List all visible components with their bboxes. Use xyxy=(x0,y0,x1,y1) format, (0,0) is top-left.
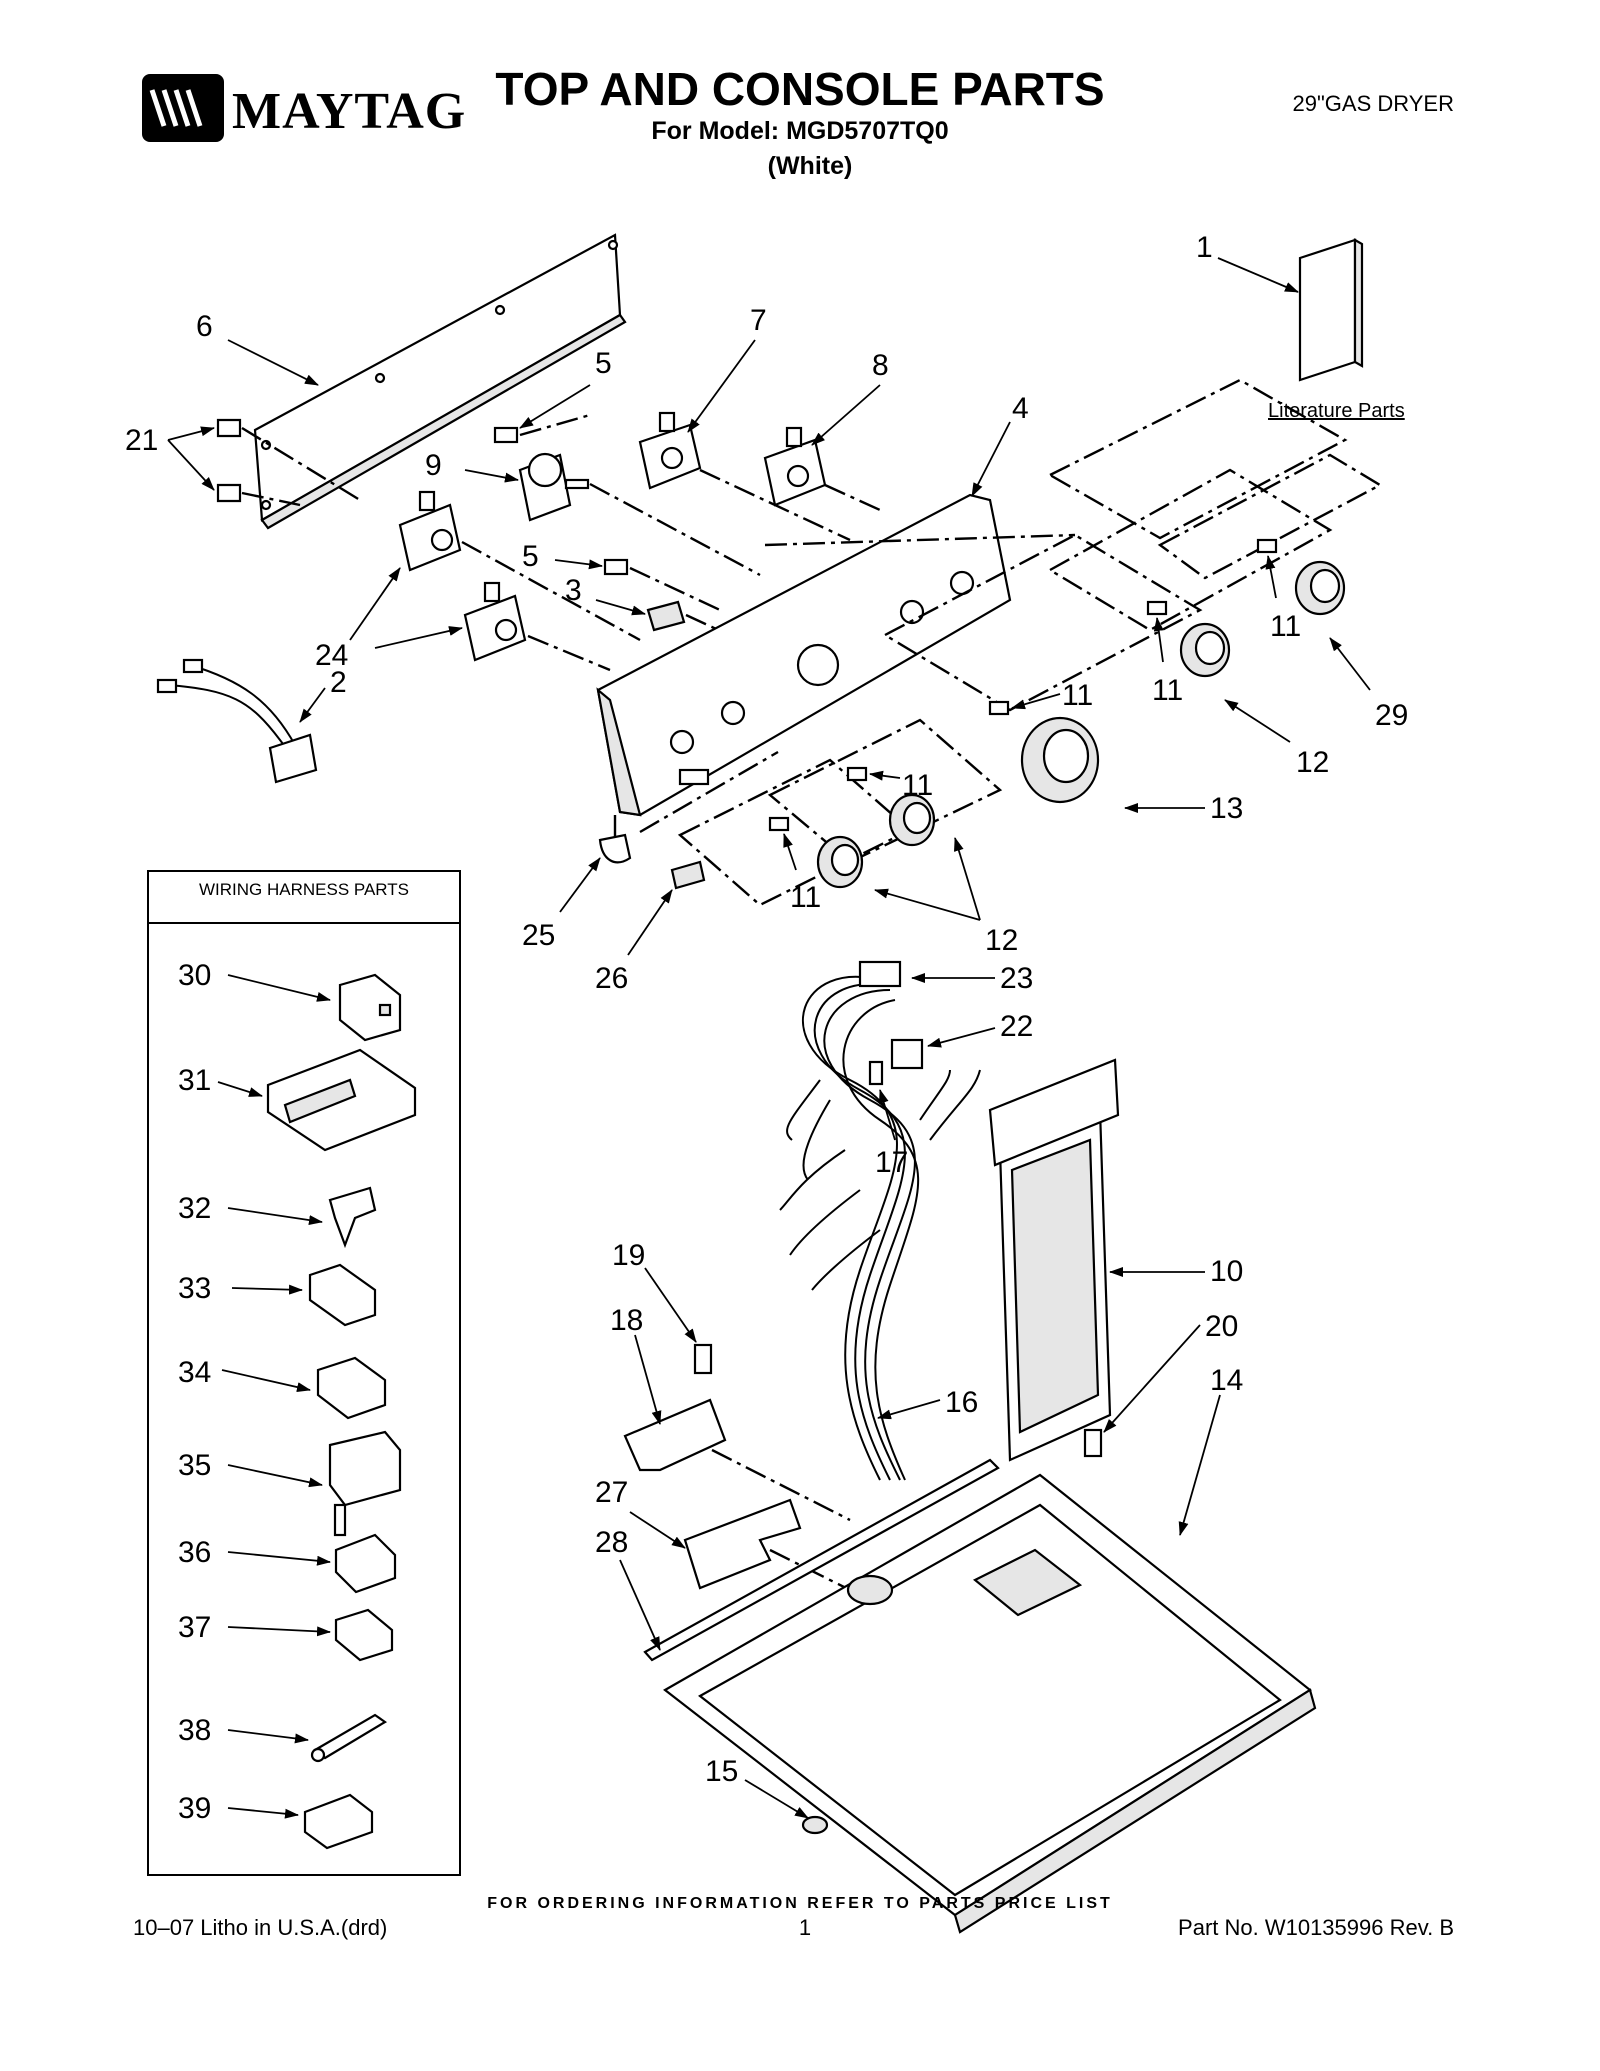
callout-36: 36 xyxy=(178,1536,211,1569)
callout-4: 4 xyxy=(1012,392,1029,425)
callout-33: 33 xyxy=(178,1272,211,1305)
console-panel xyxy=(596,493,1012,817)
knob-12-mid xyxy=(888,793,936,847)
knob-29 xyxy=(1294,560,1346,616)
callout-24: 24 xyxy=(315,639,348,672)
panel-screws xyxy=(216,418,242,503)
callout-10: 10 xyxy=(1210,1255,1243,1288)
callout-11-b: 11 xyxy=(1152,674,1183,707)
callout-31: 31 xyxy=(178,1064,211,1097)
callout-3: 3 xyxy=(565,574,582,607)
callout-5-lower: 5 xyxy=(522,540,539,573)
callout-2: 2 xyxy=(330,666,347,699)
knob-12-left xyxy=(816,835,864,889)
switch-7 xyxy=(638,411,702,490)
page-title: TOP AND CONSOLE PARTS xyxy=(495,63,1105,115)
knob-13-large xyxy=(1020,716,1100,804)
callout-39: 39 xyxy=(178,1792,211,1825)
literature-booklet xyxy=(1298,238,1364,382)
litho-info: 10–07 Litho in U.S.A.(drd) xyxy=(133,1915,388,1940)
connector-34 xyxy=(316,1356,387,1420)
connector-30 xyxy=(338,973,402,1042)
callout-19: 19 xyxy=(612,1239,645,1272)
harness-box-title: WIRING HARNESS PARTS xyxy=(198,880,409,899)
callout-16: 16 xyxy=(945,1386,978,1419)
callout-21: 21 xyxy=(125,424,158,457)
callout-11-e: 11 xyxy=(790,881,821,914)
harness-parts-box xyxy=(147,870,461,1876)
maytag-logo-icon xyxy=(142,74,224,142)
callout-12-left: 12 xyxy=(985,924,1018,957)
connector-37 xyxy=(334,1608,394,1662)
callout-23: 23 xyxy=(1000,962,1033,995)
callout-30: 30 xyxy=(178,959,211,992)
screw-5-lower xyxy=(603,558,629,576)
connector-35 xyxy=(328,1430,402,1537)
brand-name: MAYTAG xyxy=(232,83,467,140)
product-type: 29"GAS DRYER xyxy=(1292,91,1454,116)
callout-1: 1 xyxy=(1196,231,1213,264)
main-harness-16 xyxy=(779,960,981,1481)
ordering-note: FOR ORDERING INFORMATION REFER TO PARTS … xyxy=(487,1895,1113,1912)
callout-11-c: 11 xyxy=(1062,679,1093,712)
lint-screen-10 xyxy=(988,1058,1120,1462)
callout-20: 20 xyxy=(1205,1310,1238,1343)
callout-37: 37 xyxy=(178,1611,211,1644)
literature-parts-label: Literature Parts xyxy=(1268,400,1405,422)
console-back-panel xyxy=(253,233,627,530)
connector-33 xyxy=(308,1263,377,1327)
harness-2 xyxy=(156,658,318,784)
callout-38: 38 xyxy=(178,1714,211,1747)
timer-9 xyxy=(518,452,590,522)
dryer-top-14 xyxy=(663,1473,1317,1934)
callout-18: 18 xyxy=(610,1304,643,1337)
callout-35: 35 xyxy=(178,1449,211,1482)
callout-17: 17 xyxy=(875,1146,908,1179)
switch-8 xyxy=(763,426,827,507)
callout-27: 27 xyxy=(595,1476,628,1509)
callout-9: 9 xyxy=(425,449,442,482)
callout-29: 29 xyxy=(1375,699,1408,732)
screw-19 xyxy=(693,1343,713,1375)
clip-25 xyxy=(598,833,632,864)
knob-12-right xyxy=(1179,622,1231,678)
callout-15: 15 xyxy=(705,1755,738,1788)
callout-8: 8 xyxy=(872,349,889,382)
switch-24-upper xyxy=(398,490,462,572)
callout-14: 14 xyxy=(1210,1364,1243,1397)
connector-36 xyxy=(334,1533,397,1594)
foot-15 xyxy=(801,1815,829,1835)
model-subtitle: For Model: MGD5707TQ0 xyxy=(651,117,949,145)
callout-22: 22 xyxy=(1000,1010,1033,1043)
callout-26: 26 xyxy=(595,962,628,995)
callout-34: 34 xyxy=(178,1356,211,1389)
connector-39 xyxy=(303,1793,374,1850)
callout-7: 7 xyxy=(750,304,767,337)
page-number: 1 xyxy=(798,1915,812,1940)
switch-24-lower xyxy=(463,581,527,662)
callout-11-d: 11 xyxy=(902,769,933,802)
part-3 xyxy=(646,600,686,632)
bracket-18 xyxy=(623,1398,727,1472)
knob-clips xyxy=(768,538,1278,832)
connector-31 xyxy=(266,1048,417,1152)
callout-28: 28 xyxy=(595,1526,628,1559)
callout-5-upper: 5 xyxy=(595,347,612,380)
callout-25: 25 xyxy=(522,919,555,952)
callout-32: 32 xyxy=(178,1192,211,1225)
color-subtitle: (White) xyxy=(767,152,853,180)
terminal-38 xyxy=(310,1713,388,1763)
label-26 xyxy=(670,860,706,890)
plate-27 xyxy=(683,1498,802,1590)
part-number: Part No. W10135996 Rev. B xyxy=(1178,1915,1454,1940)
callout-6: 6 xyxy=(196,310,213,343)
callout-11-a: 11 xyxy=(1270,610,1301,643)
screw-20 xyxy=(1083,1428,1103,1458)
clip-32 xyxy=(328,1186,377,1249)
callout-13: 13 xyxy=(1210,792,1243,825)
callout-12-right: 12 xyxy=(1296,746,1329,779)
screw-5-upper xyxy=(493,426,519,444)
strip-28 xyxy=(643,1458,1000,1662)
